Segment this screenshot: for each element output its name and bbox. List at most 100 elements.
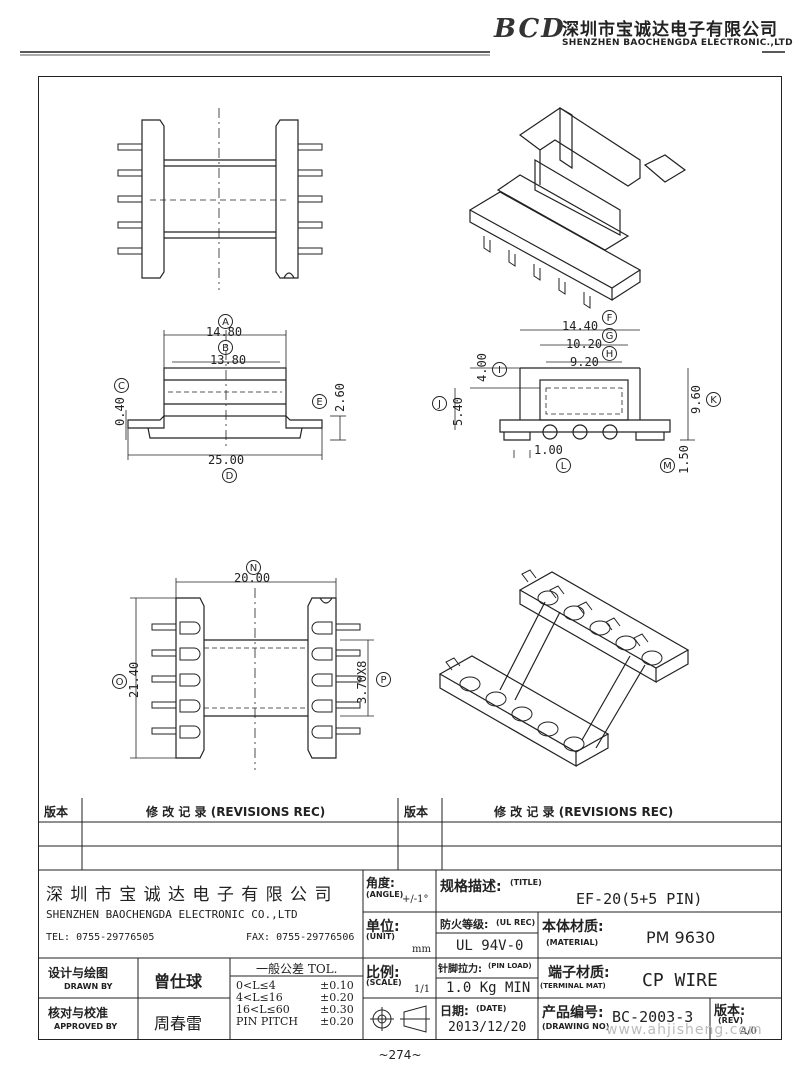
rev-col-record-2: 修 改 记 录 (REVISIONS REC): [494, 805, 674, 819]
approved-value: 周春雷: [154, 1014, 203, 1033]
unit-en: (UNIT): [366, 932, 395, 941]
page-number: ~274~: [378, 1048, 422, 1062]
title-block: 版本 修 改 记 录 (REVISIONS REC) 版本 修 改 记 录 (R…: [38, 798, 782, 1040]
label-d: D: [222, 468, 237, 483]
dim-a: 14.80: [206, 325, 243, 339]
title-value: EF-20(5+5 PIN): [576, 890, 703, 908]
dim-g: 10.20: [566, 337, 603, 351]
tol-row: 4<L≤16±0.20: [236, 991, 354, 1004]
label-a: A: [218, 314, 233, 329]
terminal-label: 端子材质:: [548, 965, 610, 981]
header-company-cn: 深圳市宝诚达电子有限公司: [562, 20, 778, 40]
drawn-value: 曾仕球: [154, 972, 203, 991]
pinload-value: 1.0 Kg MIN: [446, 980, 531, 996]
label-l: L: [556, 458, 571, 473]
tol-row: 16<L≤60±0.30: [236, 1003, 354, 1016]
tb-company-cn: 深 圳 市 宝 诚 达 电 子 有 限 公 司: [46, 885, 333, 905]
date-value: 2013/12/20: [448, 1020, 527, 1035]
tol-label: 一般公差 TOL.: [256, 962, 338, 976]
company-logo: BCD: [494, 14, 566, 44]
date-en: (DATE): [476, 1004, 507, 1013]
label-k: K: [706, 392, 721, 407]
scale-label: 比例:: [366, 965, 400, 981]
drawing-frame: [38, 76, 782, 1040]
approved-label: 核对与校准: [48, 1006, 109, 1020]
isometric-view-bottom: [438, 569, 690, 768]
rev-value: A/0: [740, 1026, 757, 1037]
dim-j: 5.40: [451, 397, 465, 426]
header-rule: [20, 51, 785, 56]
material-label: 本体材质:: [542, 919, 604, 935]
side-view: [454, 329, 695, 458]
label-i: I: [492, 362, 507, 377]
label-b: B: [218, 340, 233, 355]
technical-drawing: [117, 106, 695, 770]
drawn-en: DRAWN BY: [64, 982, 113, 991]
header-company-en: SHENZHEN BAOCHENGDA ELECTRONIC.,LTD: [562, 38, 793, 48]
dim-i: 4.00: [475, 353, 489, 382]
drawno-en: (DRAWING NO): [542, 1022, 610, 1031]
title-block-grid: [38, 798, 782, 1040]
ulrec-en: (UL REC): [496, 918, 536, 927]
label-j: J: [432, 396, 447, 411]
dim-n: 20.00: [234, 571, 271, 585]
label-e: E: [312, 394, 327, 409]
unit-value: mm: [412, 944, 431, 955]
rev-col-record-1: 修 改 记 录 (REVISIONS REC): [146, 805, 326, 819]
isometric-view-top: [468, 106, 687, 309]
dim-p: 3.70X8: [355, 660, 369, 704]
rev-en: (REV): [718, 1016, 744, 1025]
label-p: P: [376, 672, 391, 687]
approved-en: APPROVED BY: [54, 1022, 118, 1031]
label-n: N: [246, 560, 261, 575]
rev-col-version-1: 版本: [44, 805, 69, 819]
ulrec-value: UL 94V-0: [456, 938, 524, 954]
dim-c: 0.40: [113, 397, 127, 426]
tb-tel: TEL: 0755-29776505: [46, 932, 155, 943]
top-view: [117, 108, 323, 290]
angle-label: 角度:: [366, 876, 395, 890]
page-header: BCD 深圳市宝诚达电子有限公司 SHENZHEN BAOCHENGDA ELE…: [0, 0, 800, 60]
label-o: O: [112, 674, 127, 689]
rev-col-version-2: 版本: [404, 805, 429, 819]
terminal-en: (TERMINAL MAT): [540, 982, 606, 990]
label-m: M: [660, 458, 675, 473]
dim-d: 25.00: [208, 453, 245, 467]
dim-b: 13.80: [210, 353, 247, 367]
pinload-label: 针脚拉力:: [438, 964, 482, 975]
label-c: C: [114, 378, 129, 393]
scale-value: 1/1: [414, 984, 431, 995]
label-g: G: [602, 328, 617, 343]
tol-table: 0<L≤4±0.10 4<L≤16±0.20 16<L≤60±0.30 PIN …: [236, 980, 354, 1028]
title-label: 规格描述:: [440, 879, 502, 895]
watermark: www.ahjisheng.com: [606, 1022, 763, 1038]
ulrec-label: 防火等级:: [440, 918, 489, 931]
scale-en: (SCALE): [366, 978, 402, 987]
material-en: (MATERIAL): [546, 938, 599, 947]
terminal-value: CP WIRE: [642, 970, 718, 991]
tb-fax: FAX: 0755-29776506: [246, 932, 355, 943]
tb-company-en: SHENZHEN BAOCHENGDA ELECTRONIC CO.,LTD: [46, 908, 298, 921]
date-label: 日期:: [440, 1004, 469, 1018]
label-f: F: [602, 310, 617, 325]
drawno-label: 产品编号:: [542, 1005, 604, 1021]
dim-m: 1.50: [677, 445, 691, 474]
dim-f: 14.40: [562, 319, 599, 333]
angle-en: (ANGLE): [366, 890, 404, 899]
drawn-label: 设计与绘图: [48, 966, 109, 980]
label-h: H: [602, 346, 617, 361]
projection-symbol-icon: [370, 1005, 430, 1033]
unit-label: 单位:: [366, 919, 400, 935]
rev-label: 版本:: [714, 1004, 746, 1019]
dim-l: 1.00: [534, 443, 563, 457]
bottom-view: [130, 578, 374, 770]
dim-k: 9.60: [689, 385, 703, 414]
tol-row: 0<L≤4±0.10: [236, 979, 354, 992]
front-view: [125, 330, 346, 460]
dim-h: 9.20: [570, 355, 599, 369]
dim-o: 21.40: [127, 661, 141, 698]
dim-e: 2.60: [333, 383, 347, 412]
title-en: (TITLE): [510, 878, 542, 887]
angle-value: +/-1°: [402, 894, 429, 905]
tol-row: PIN PITCH±0.20: [236, 1015, 354, 1028]
